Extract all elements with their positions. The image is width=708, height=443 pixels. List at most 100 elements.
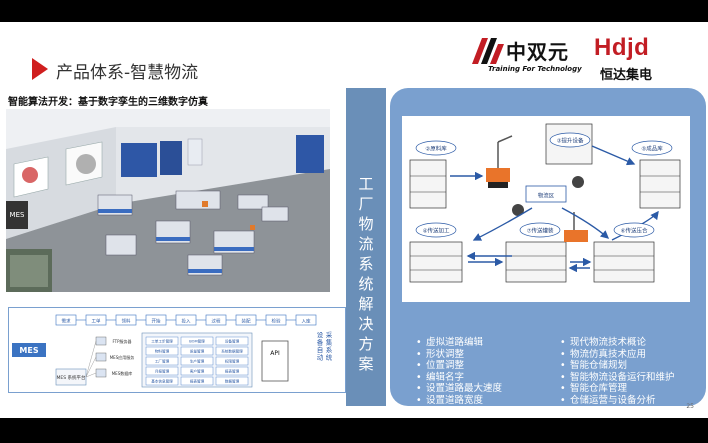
- diagram-node-oval: [415, 222, 457, 238]
- mes-side-char: 自: [317, 345, 324, 354]
- mes-module-label: 月报管理: [155, 369, 170, 374]
- zsy-logo: 中双元 Training For Technology: [470, 36, 590, 80]
- mes-side-char: 备: [317, 338, 324, 347]
- page-number: 25: [686, 403, 694, 410]
- vertical-label-char: 厂: [358, 195, 374, 213]
- vertical-label-char: 案: [358, 355, 374, 373]
- diagram-node-label: ⑤成品库: [641, 145, 663, 153]
- mes-mid-node-label: FTP服务器: [112, 338, 131, 344]
- mes-module-label: BOM管理: [189, 339, 205, 344]
- server-icon: [95, 352, 107, 362]
- mes-module-box: [215, 366, 249, 376]
- diagram-node-label: ⑥传送压合: [621, 227, 648, 235]
- server-icon: [95, 336, 107, 346]
- slide: 产品体系-智慧物流 智能算法开发：基于数字孪生的三维数字仿真 中双元 Train…: [0, 22, 708, 418]
- mes-module-label: 数据管理: [225, 379, 240, 384]
- zsy-logo-name: 中双元: [506, 40, 569, 64]
- hdjd-logo-name: 恒达集电: [600, 68, 653, 83]
- mes-module-box: [180, 366, 214, 376]
- mes-module-box: [215, 356, 249, 366]
- mes-module-label: 工单工步管理: [151, 339, 173, 344]
- title-triangle-icon: [32, 58, 48, 80]
- mes-mid-node-label: MES应用服务: [110, 354, 135, 360]
- mes-module-box: [215, 376, 249, 386]
- mes-module-box: [145, 336, 179, 346]
- hdjd-logo-mark: Hdjd: [594, 34, 650, 61]
- mes-module-box: [180, 356, 214, 366]
- diagram-node-oval: [613, 222, 655, 238]
- mes-flow-step: 投入: [182, 318, 191, 325]
- solution-vertical-label: 工厂物流系统解决方案: [346, 174, 386, 374]
- mes-flow-step: 领料: [122, 318, 131, 325]
- mes-module-box: [145, 346, 179, 356]
- mes-module-label: 工厂管理: [155, 359, 170, 364]
- diagram-node-oval: [519, 222, 561, 238]
- mes-module-box: [145, 366, 179, 376]
- mes-box-label: MES 系统平台: [56, 374, 86, 381]
- vertical-label-char: 方: [358, 335, 374, 353]
- mes-label: MES: [19, 346, 38, 355]
- diagram-node-oval: [631, 140, 673, 156]
- mes-flow-step-box: [295, 314, 317, 326]
- diagram-node-label: ③提升设备: [557, 137, 584, 145]
- factory-3d-render-image: MES: [6, 109, 330, 292]
- zsy-mark-icon: [472, 38, 504, 64]
- mes-module-label: 客户管理: [190, 369, 205, 374]
- bullet-item: 形状调整: [416, 349, 502, 361]
- diagram-node-label: ⑦传送罐装: [527, 227, 554, 235]
- diagram-node-label: 物流区: [538, 192, 555, 200]
- mes-flow-step: 开始: [152, 318, 161, 325]
- mes-module-label: 报表管理: [225, 369, 240, 374]
- mes-side-char: 设: [317, 330, 324, 339]
- mes-side-char: 系: [326, 345, 333, 354]
- bullet-item: 仓储运营与设备分析: [560, 395, 675, 407]
- mes-side-char: 集: [326, 338, 333, 347]
- mes-module-box: [145, 376, 179, 386]
- mes-connector: [85, 340, 97, 378]
- zsy-logo-tagline: Training For Technology: [488, 65, 582, 73]
- bullet-item: 智能仓储规划: [560, 360, 675, 372]
- mes-flow-step: 装配: [242, 318, 251, 325]
- mes-flow-steps: 需求工单领料开始投入过程装配检验入库: [55, 314, 317, 326]
- mes-module-label: 报表管理: [190, 379, 205, 384]
- mes-module-box: [180, 336, 214, 346]
- bullet-item: 智能物流设备运行和维护: [560, 372, 675, 384]
- mes-module-label: 基本信息管理: [151, 379, 173, 384]
- bullet-list-left: 虚拟道路编辑形状调整位置调整编辑名字设置道路最大速度设置道路宽度设置避障距离: [416, 337, 502, 418]
- diagram-node-oval: [415, 140, 457, 156]
- vertical-label-char: 工: [358, 175, 374, 193]
- bullet-list-right: 现代物流技术概论物流仿真技术应用智能仓储规划智能物流设备运行和维护智能仓库管理仓…: [560, 337, 675, 407]
- page-title: 产品体系-智慧物流: [56, 63, 199, 83]
- mes-flow-step: 检验: [272, 318, 281, 325]
- vertical-label-char: 统: [358, 275, 374, 293]
- bullet-item: 现代物流技术概论: [560, 337, 675, 349]
- mes-module-box: [180, 346, 214, 356]
- diagram-node-label: ④传送加工: [423, 227, 450, 235]
- api-label: API: [270, 350, 280, 357]
- mes-flow-step: 工单: [92, 318, 101, 325]
- mes-module-box: [145, 356, 179, 366]
- bullet-item: 虚拟道路编辑: [416, 337, 502, 349]
- mes-connector: [85, 356, 97, 378]
- mes-flow-step: 入库: [302, 318, 311, 325]
- mes-side-char: 采: [326, 330, 333, 339]
- bullet-item: 设置道路最大速度: [416, 383, 502, 395]
- bullet-item: 智能仓库管理: [560, 383, 675, 395]
- mes-side-char: 统: [326, 353, 333, 362]
- bullet-item: 位置调整: [416, 360, 502, 372]
- mes-module-box: [215, 336, 249, 346]
- mes-module-label: 物料管理: [155, 349, 170, 354]
- mes-mid-node-label: MES数据库: [112, 370, 133, 376]
- bullet-item: 编辑名字: [416, 372, 502, 384]
- bullet-item: 物流仿真技术应用: [560, 349, 675, 361]
- hdjd-logo: Hdjd 恒达集电: [594, 34, 700, 86]
- mes-module-box: [180, 376, 214, 386]
- mes-module-label: 权限管理: [225, 359, 240, 364]
- bullet-item: 设置道路宽度: [416, 395, 502, 407]
